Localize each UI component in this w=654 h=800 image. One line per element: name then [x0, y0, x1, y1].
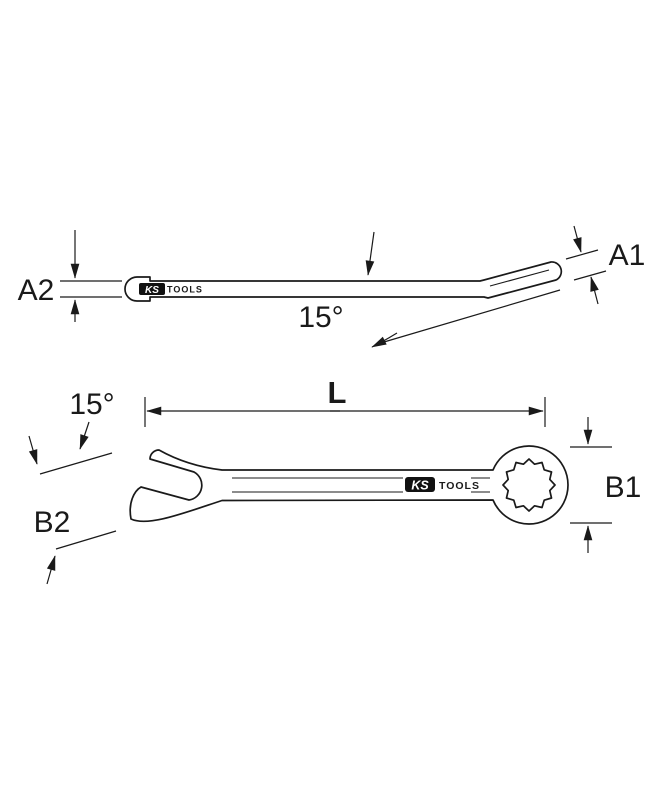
side-view-wrench-outline [124, 261, 563, 302]
angle-leader-arrow-side [365, 231, 375, 276]
label-angle-plan: 15° [69, 388, 114, 421]
a1-extension-tick-top [565, 249, 599, 260]
b2-arrow-top [28, 435, 38, 465]
label-a2: A2 [18, 274, 55, 307]
a1-extension-tick-bottom [573, 270, 607, 281]
a1-arrow-top [573, 225, 582, 253]
ks-logo-text: KS [411, 479, 429, 493]
angle-reference-line [383, 289, 561, 343]
label-b2: B2 [34, 506, 71, 539]
brand-logo-side: KS TOOLS [137, 282, 203, 296]
side-view: KS TOOLS A2 15° A1 [18, 225, 646, 348]
b2-extension-tick-bottom [55, 530, 117, 550]
tools-logo-text: TOOLS [167, 285, 203, 295]
label-l: L [328, 375, 347, 410]
ks-logo-box [405, 477, 435, 492]
label-b1: B1 [605, 471, 642, 504]
tools-logo-text: TOOLS [439, 480, 480, 492]
ring-12-point-profile [502, 458, 556, 512]
plan-view: KS TOOLS L 15° B2 B1 [28, 375, 642, 585]
b2-arrow-bottom [46, 555, 56, 585]
angle-arc-arrow [371, 332, 398, 348]
angle-leader-arrow-plan [79, 421, 90, 450]
ks-logo-box [139, 283, 165, 295]
plan-view-wrench-outline [129, 445, 569, 525]
label-a1: A1 [609, 239, 646, 272]
brand-logo-plan: KS TOOLS [403, 476, 480, 493]
side-view-head-detail-line [489, 269, 550, 287]
ks-logo-text: KS [145, 285, 159, 296]
label-angle-side: 15° [298, 301, 343, 334]
a1-arrow-bottom [590, 276, 599, 305]
b2-extension-tick-top [39, 452, 113, 475]
